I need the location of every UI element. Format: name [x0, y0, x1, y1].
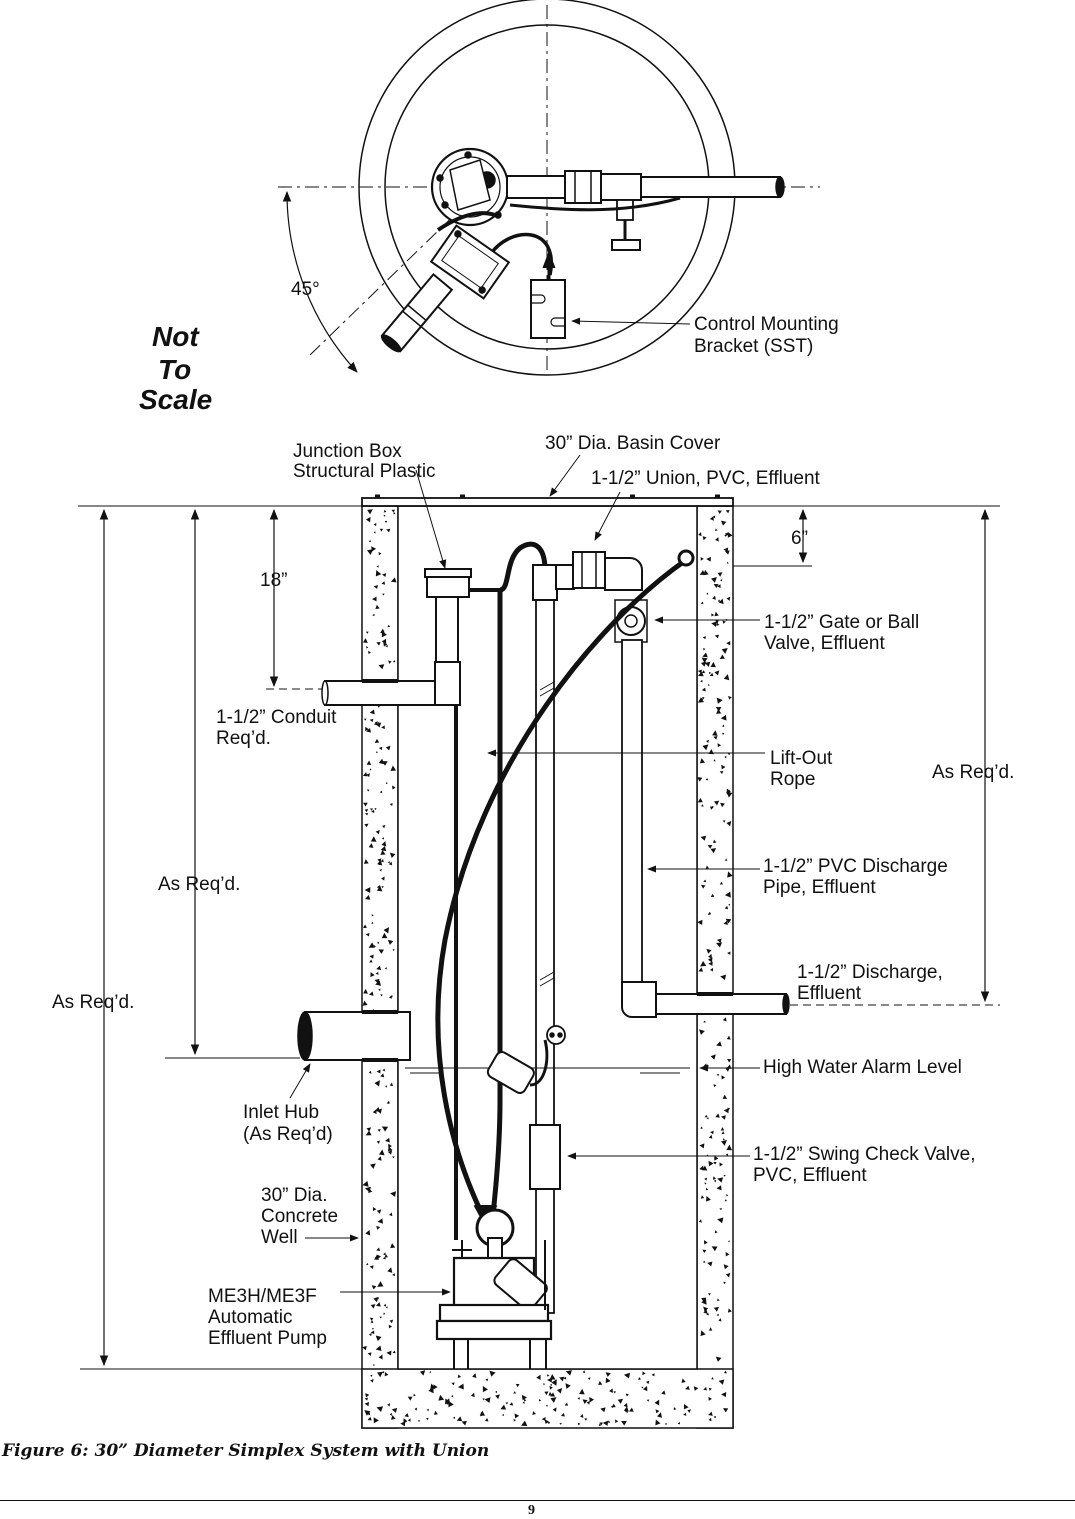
junction-box-top: [429, 224, 511, 300]
as-reqd-mid-label: As Req’d.: [158, 874, 241, 895]
top-view: [278, 0, 820, 376]
union: [572, 551, 606, 589]
conduit-label-2: Req’d.: [216, 728, 271, 749]
control-bracket-label-2: Bracket (SST): [694, 336, 814, 357]
control-bracket-top: [530, 279, 566, 339]
lift-rope-label-2: Rope: [770, 769, 816, 790]
pump-label-2: Automatic: [208, 1307, 293, 1328]
angle-label: 45°: [291, 279, 320, 300]
discharge-pipe-center: [535, 567, 555, 1314]
concrete-well-label-1: 30” Dia.: [261, 1185, 328, 1206]
pvc-pipe-label-1: 1-1/2” PVC Discharge: [763, 856, 948, 877]
not-to-scale-line2: To: [158, 354, 192, 385]
gate-valve-label-2: Valve, Effluent: [764, 633, 885, 654]
effluent-pump: [435, 1208, 553, 1369]
figure-caption: Figure 6: 30” Diameter Simplex System wi…: [2, 1441, 490, 1461]
discharge-label-2: Effluent: [797, 983, 862, 1004]
as-reqd-right-label: As Req’d.: [932, 762, 1015, 783]
high-water-label: High Water Alarm Level: [763, 1057, 962, 1078]
not-to-scale-line3: Scale: [139, 384, 213, 415]
check-valve: [529, 1124, 561, 1190]
angle-arc: [282, 190, 358, 373]
check-valve-label-1: 1-1/2” Swing Check Valve,: [753, 1144, 976, 1165]
lift-out-rope: [435, 557, 688, 1222]
basin-cover: [361, 497, 734, 507]
pvc-discharge-pipe: [621, 639, 643, 983]
control-bracket-label-1: Control Mounting: [694, 314, 839, 335]
junction-box: [426, 574, 470, 598]
inlet-hub-label-1: Inlet Hub: [243, 1102, 320, 1123]
six-inch-label: 6”: [791, 528, 808, 549]
concrete-well-label-3: Well: [261, 1227, 298, 1248]
eighteen-inch-label: 18”: [260, 570, 288, 591]
pump-label-1: ME3H/ME3F: [208, 1286, 317, 1307]
basin-cover-label: 30” Dia. Basin Cover: [545, 433, 721, 454]
junction-box-label-1: Junction Box: [293, 441, 402, 462]
discharge-label-1: 1-1/2” Discharge,: [797, 962, 943, 983]
pvc-pipe-label-2: Pipe, Effluent: [763, 877, 876, 898]
inlet-hub: [304, 1011, 411, 1061]
footer-rule: [0, 1500, 1075, 1501]
section-view: [78, 454, 1000, 1429]
junction-box-label-2: Structural Plastic: [293, 461, 436, 482]
float-switch: [486, 1051, 535, 1094]
gate-valve: [616, 606, 646, 636]
conduit-label-1: 1-1/2” Conduit: [216, 707, 337, 728]
gate-valve-label-1: 1-1/2” Gate or Ball: [764, 612, 920, 633]
as-reqd-left-label: As Req’d.: [52, 992, 135, 1013]
union-top: [564, 170, 602, 204]
pump-label-3: Effluent Pump: [208, 1328, 328, 1349]
inlet-hub-label-2: (As Req’d): [243, 1124, 333, 1145]
lift-rope-label-1: Lift-Out: [770, 748, 833, 769]
check-valve-label-2: PVC, Effluent: [753, 1165, 867, 1186]
concrete-well-label-2: Concrete: [261, 1206, 339, 1227]
page-number: 9: [528, 1503, 535, 1518]
union-label: 1-1/2” Union, PVC, Effluent: [591, 468, 820, 489]
not-to-scale-line1: Not: [152, 321, 199, 352]
